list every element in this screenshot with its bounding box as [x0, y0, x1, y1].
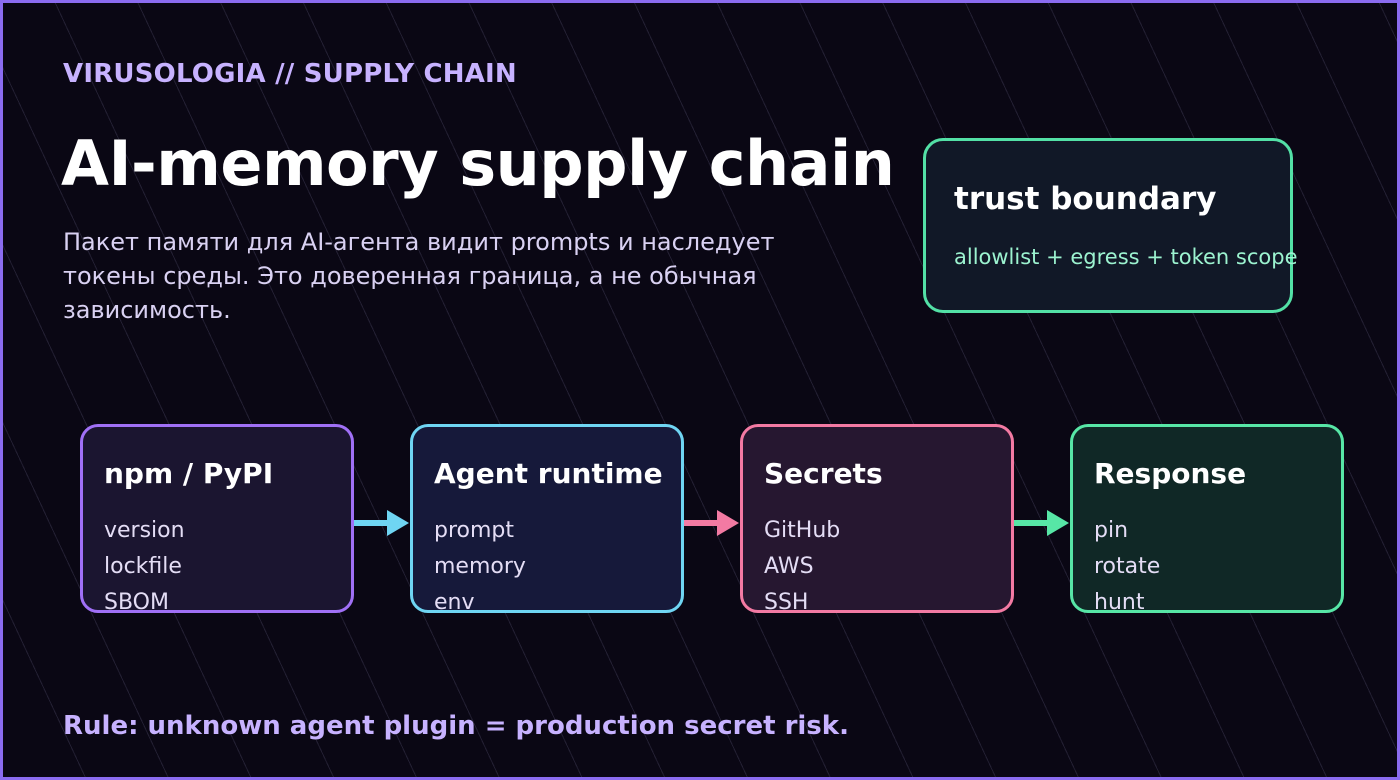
- flow-box-items: pin rotate hunt: [1094, 513, 1160, 621]
- page-title: AI-memory supply chain: [61, 127, 895, 200]
- flow-item: GitHub: [764, 518, 841, 543]
- flow-box-title: Response: [1094, 457, 1247, 490]
- flow-item: prompt: [434, 518, 515, 543]
- flow-box-items: prompt memory env: [434, 513, 526, 621]
- flow-item: SBOM: [104, 590, 169, 615]
- flow-item: lockfile: [104, 554, 182, 579]
- flow-box-secrets: Secrets GitHub AWS SSH: [740, 424, 1014, 615]
- flow-item: SSH: [764, 590, 809, 615]
- flow-box-response: Response pin rotate hunt: [1070, 424, 1344, 615]
- flow-box-title: npm / PyPI: [104, 457, 274, 490]
- arrow-runtime-to-secrets: [683, 510, 739, 536]
- page-subtitle: Пакет памяти для AI-агента видит prompts…: [63, 228, 775, 324]
- flow-box-items: GitHub AWS SSH: [764, 513, 840, 621]
- trust-boundary-card: trust boundary allowlist + egress + toke…: [923, 138, 1298, 313]
- arrow-registry-to-runtime: [353, 510, 409, 536]
- flow-box-registry: npm / PyPI version lockfile SBOM: [80, 424, 354, 615]
- flow-item: AWS: [764, 554, 814, 579]
- trust-boundary-title: trust boundary: [954, 181, 1217, 217]
- flow-box-items: version lockfile SBOM: [104, 513, 185, 621]
- flow-item: env: [434, 590, 475, 615]
- flow-item: rotate: [1094, 554, 1161, 579]
- trust-boundary-controls: allowlist + egress + token scope: [954, 245, 1298, 269]
- arrow-secrets-to-response: [1013, 510, 1069, 536]
- flow-item: pin: [1094, 518, 1129, 543]
- kicker-label: VIRUSOLOGIA // SUPPLY CHAIN: [63, 59, 517, 89]
- flow-arrows: [353, 510, 1069, 536]
- flow-item: hunt: [1094, 590, 1145, 615]
- flow-item: version: [104, 518, 185, 543]
- rule-footer: Rule: unknown agent plugin = production …: [63, 711, 849, 741]
- flow-box-agent-runtime: Agent runtime prompt memory env: [410, 424, 684, 615]
- flow-box-title: Secrets: [764, 457, 883, 490]
- flow-box-title: Agent runtime: [434, 457, 663, 490]
- flow-item: memory: [434, 554, 526, 579]
